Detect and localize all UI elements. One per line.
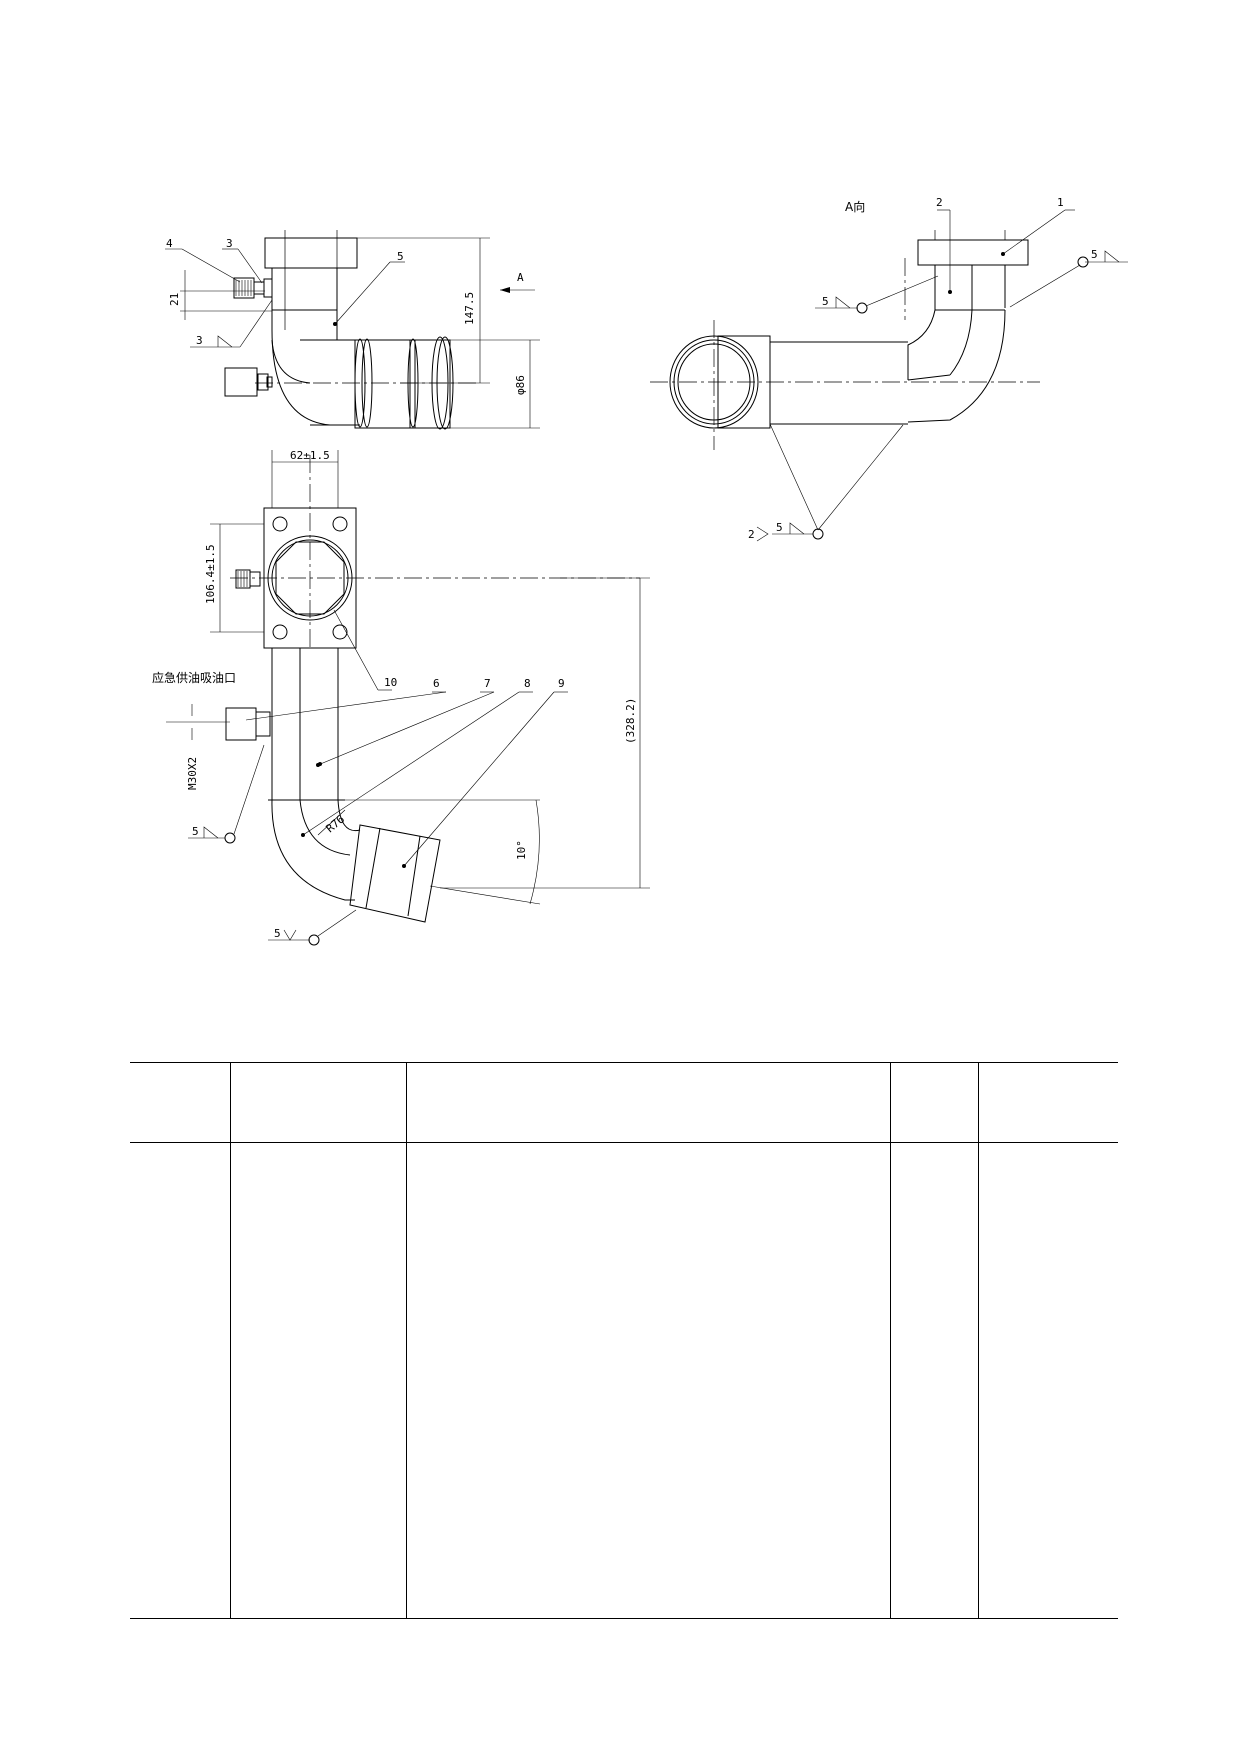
balloon-10: 10 <box>384 676 397 689</box>
side-view: 21 147.5 φ86 A 4 3 5 3 <box>165 230 540 430</box>
weld-5-plan-bottom: 5 <box>274 927 281 940</box>
bom-header-cell <box>130 1062 231 1143</box>
dimension-106-4: 106.4±1.5 <box>204 544 217 604</box>
balloon-7: 7 <box>484 677 491 690</box>
balloon-5-side: 5 <box>397 250 404 263</box>
emergency-port-label: 应急供油吸油口 <box>152 670 236 685</box>
bom-body-cell <box>977 1142 1118 1619</box>
bom-header-cell <box>889 1062 979 1143</box>
weld-2-bottom: 2 <box>748 528 755 541</box>
bom-header-row <box>130 1062 1118 1143</box>
balloon-8: 8 <box>524 677 531 690</box>
balloon-4: 4 <box>166 237 173 250</box>
dimension-r76: R76 <box>324 813 348 836</box>
a-view-label: A向 <box>845 199 865 214</box>
dimension-phi86: φ86 <box>514 375 527 395</box>
bom-header-cell <box>229 1062 407 1143</box>
balloon-6: 6 <box>433 677 440 690</box>
balloon-2: 2 <box>936 196 943 209</box>
thread-label: M30X2 <box>186 757 199 790</box>
bom-body-cell <box>405 1142 891 1619</box>
a-view: A向 1 2 <box>650 196 1128 542</box>
balloon-3-upper: 3 <box>226 237 233 250</box>
view-arrow-a: A <box>517 271 524 284</box>
weld-3: 3 <box>196 334 203 347</box>
dimension-62: 62±1.5 <box>290 449 330 462</box>
bill-of-materials-table <box>130 1062 1118 1619</box>
bom-body-cell <box>889 1142 979 1619</box>
bom-header-cell <box>977 1062 1118 1143</box>
bom-body-cell <box>130 1142 231 1619</box>
bom-body-row <box>130 1142 1118 1619</box>
plan-view: 应急供油吸油口 M30X2 62±1.5 106.4±1.5 (328.2) 1… <box>152 449 650 946</box>
dimension-angle-10: 10° <box>515 840 528 860</box>
weld-5-plan-left: 5 <box>192 825 199 838</box>
dimension-21: 21 <box>168 293 181 306</box>
bom-body-cell <box>229 1142 407 1619</box>
weld-5-bottom: 5 <box>776 521 783 534</box>
bom-header-cell <box>405 1062 891 1143</box>
balloon-9: 9 <box>558 677 565 690</box>
weld-5-right: 5 <box>1091 248 1098 261</box>
balloon-1: 1 <box>1057 196 1064 209</box>
technical-drawing: 21 147.5 φ86 A 4 3 5 3 A向 <box>152 196 1128 946</box>
dimension-328-2: (328.2) <box>624 698 637 744</box>
weld-5-left: 5 <box>822 295 829 308</box>
dimension-147-5: 147.5 <box>463 292 476 325</box>
